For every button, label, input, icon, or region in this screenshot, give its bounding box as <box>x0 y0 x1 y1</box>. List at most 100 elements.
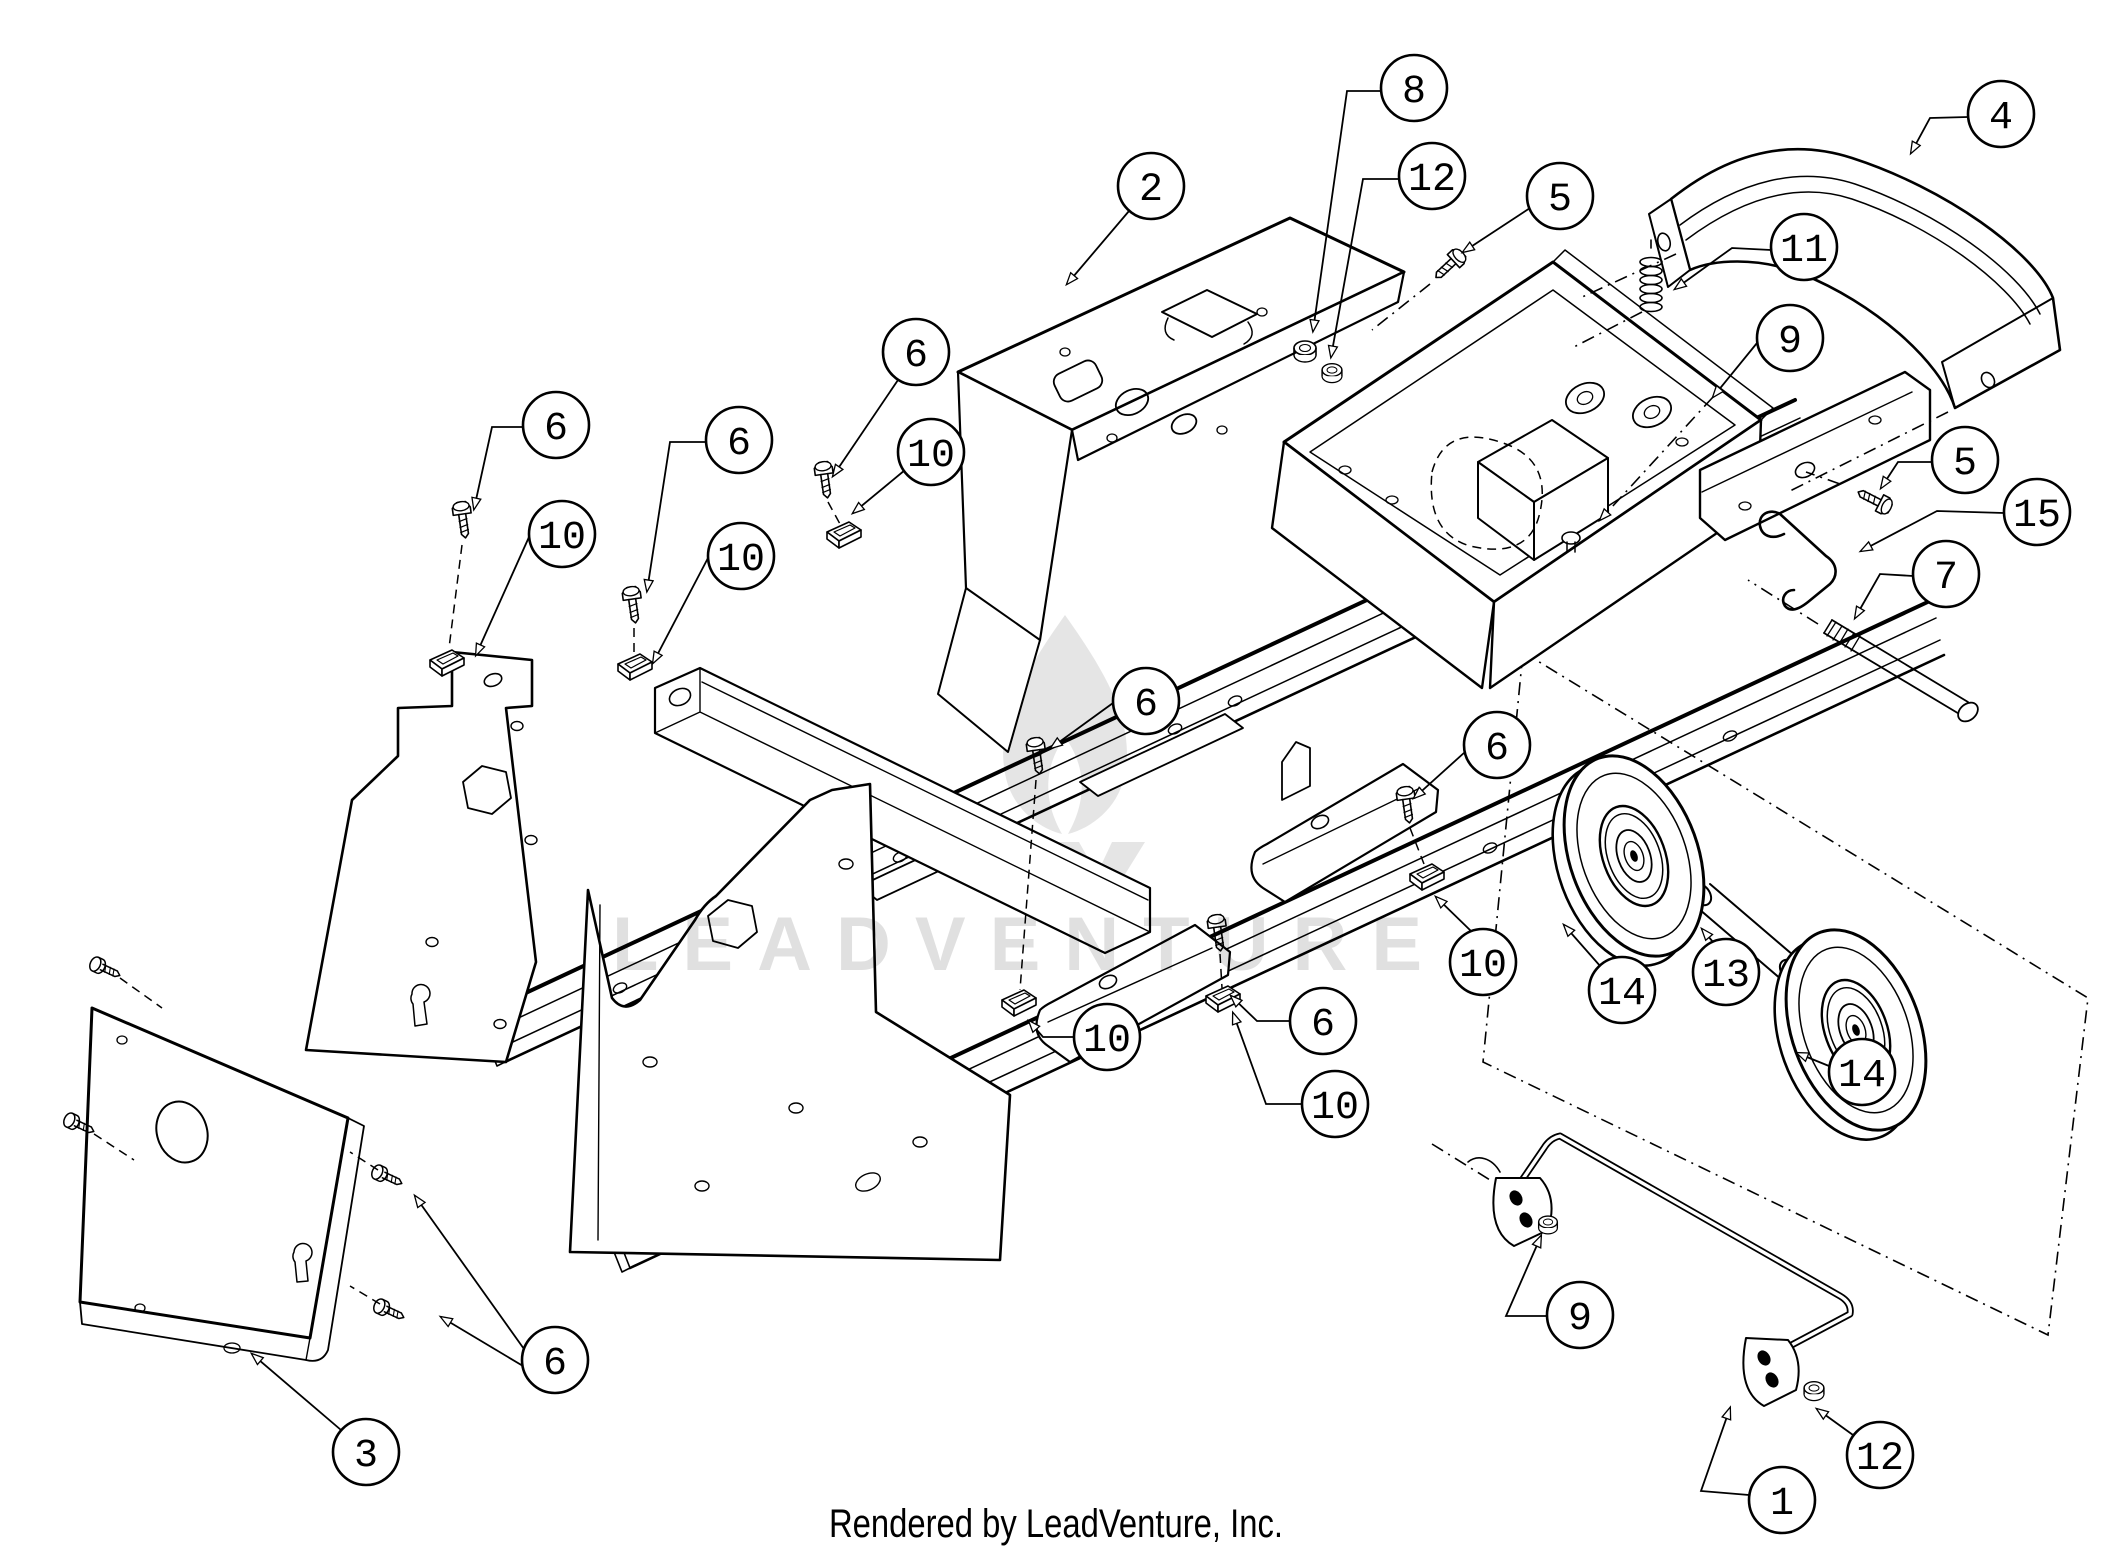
phantom-deck-outline <box>1431 650 2089 1337</box>
callout-leader <box>413 1193 525 1350</box>
callout-leader <box>249 1352 342 1431</box>
callout-balloon <box>1525 161 1595 231</box>
callout-number: 7 <box>1934 556 1958 601</box>
callout-leader <box>1909 116 1969 156</box>
callout-3: 3 <box>249 1352 401 1487</box>
callout-number: 13 <box>1702 954 1750 999</box>
callout-11: 11 <box>1672 212 1839 291</box>
callout-number: 6 <box>1311 1003 1335 1048</box>
bottom-plate-part3 <box>60 954 408 1362</box>
callout-balloon <box>1545 1280 1615 1350</box>
callout-9: 9 <box>1711 303 1825 400</box>
callout-leader <box>1879 461 1932 491</box>
callout-balloon <box>527 499 597 569</box>
callout-balloon <box>1911 539 1981 609</box>
rear-frame-box <box>1270 249 1774 690</box>
callout-number: 3 <box>354 1434 378 1479</box>
callout-balloon <box>1755 303 1825 373</box>
callout-number: 14 <box>1838 1054 1886 1099</box>
callout-12: 12 <box>1814 1407 1915 1490</box>
callout-number: 6 <box>1485 727 1509 772</box>
callout-leader <box>1853 573 1914 621</box>
callout-number: 1 <box>1770 1482 1794 1527</box>
callout-balloon <box>1845 1420 1915 1490</box>
callout-14: 14 <box>1794 1037 1897 1107</box>
wheel-part14-left <box>1551 754 1706 967</box>
callout-number: 6 <box>544 407 568 452</box>
callout-leader <box>1231 1010 1302 1105</box>
hook-part15 <box>1758 510 1837 611</box>
callout-10: 10 <box>850 417 966 515</box>
callout-balloon <box>1379 53 1449 123</box>
rear-bracket-channel <box>1698 370 1932 542</box>
stabilizer-bar-part1 <box>1467 1132 1854 1407</box>
wheel-bracket-right <box>1250 741 1440 904</box>
callout-6: 6 <box>1048 666 1181 750</box>
callout-leader <box>1048 702 1114 750</box>
callout-leader <box>1699 1405 1750 1496</box>
callout-balloon <box>1300 1069 1370 1139</box>
callout-4: 4 <box>1909 79 2036 156</box>
callout-leader <box>1065 210 1130 287</box>
callout-6: 6 <box>413 1193 590 1395</box>
callout-8: 8 <box>1309 53 1449 334</box>
callout-number: 6 <box>727 422 751 467</box>
callout-leader <box>1309 90 1382 334</box>
callout-number: 9 <box>1778 320 1802 365</box>
callout-6: 6 <box>1411 710 1532 800</box>
left-support-panel-large <box>568 782 1012 1262</box>
callout-balloon <box>331 1417 401 1487</box>
fasteners <box>429 245 1896 1017</box>
callout-leader <box>1027 1018 1074 1038</box>
callout-balloon <box>706 521 776 591</box>
callout-leader <box>1433 895 1472 932</box>
callout-balloon <box>1116 151 1186 221</box>
callout-9: 9 <box>1504 1233 1615 1350</box>
callout-leader <box>1672 247 1772 291</box>
watermark-text: LEADVENTURE <box>612 902 1447 987</box>
callout-balloon <box>1769 212 1839 282</box>
wheel-part14-right <box>1773 928 1928 1141</box>
callout-6: 6 <box>1228 986 1358 1056</box>
callout-balloon <box>520 1325 590 1395</box>
rod-part7 <box>1747 579 1979 723</box>
callout-number: 15 <box>2013 494 2061 539</box>
callout-number: 10 <box>1311 1086 1359 1131</box>
callout-leader <box>1228 994 1290 1022</box>
callout-balloon <box>1747 1465 1817 1535</box>
callout-leader <box>1711 342 1758 400</box>
callout-balloon <box>521 390 591 460</box>
callout-balloon <box>896 417 966 487</box>
callout-6: 6 <box>471 390 591 512</box>
callout-12: 12 <box>1327 141 1467 360</box>
callout-number: 5 <box>1548 178 1572 223</box>
callout-balloon <box>704 405 774 475</box>
callout-balloon <box>2002 477 2072 547</box>
callout-balloon <box>1397 141 1467 211</box>
callout-leader <box>1327 178 1400 360</box>
callout-5: 5 <box>1460 161 1595 254</box>
callout-leader <box>1411 751 1466 800</box>
callout-6: 6 <box>643 405 774 594</box>
callout-number: 6 <box>1134 683 1158 728</box>
callout-leader <box>1562 922 1602 968</box>
callout-1: 1 <box>1699 1405 1817 1535</box>
callout-balloon <box>1827 1037 1897 1107</box>
callout-5: 5 <box>1879 425 2000 495</box>
callout-leader <box>1700 926 1714 943</box>
callout-number: 10 <box>717 538 765 583</box>
callout-6: 6 <box>831 317 951 479</box>
callout-10: 10 <box>651 521 776 666</box>
callout-balloon <box>1072 1002 1142 1072</box>
callout-number: 4 <box>1989 96 2013 141</box>
callout-leader <box>474 536 530 658</box>
callout-10: 10 <box>1027 1002 1142 1072</box>
callout-leader <box>1460 207 1531 254</box>
callout-leader <box>850 469 906 515</box>
callout-10: 10 <box>1433 895 1518 997</box>
callout-balloon <box>1111 666 1181 736</box>
callout-number: 8 <box>1402 70 1426 115</box>
callout-balloon <box>1288 986 1358 1056</box>
